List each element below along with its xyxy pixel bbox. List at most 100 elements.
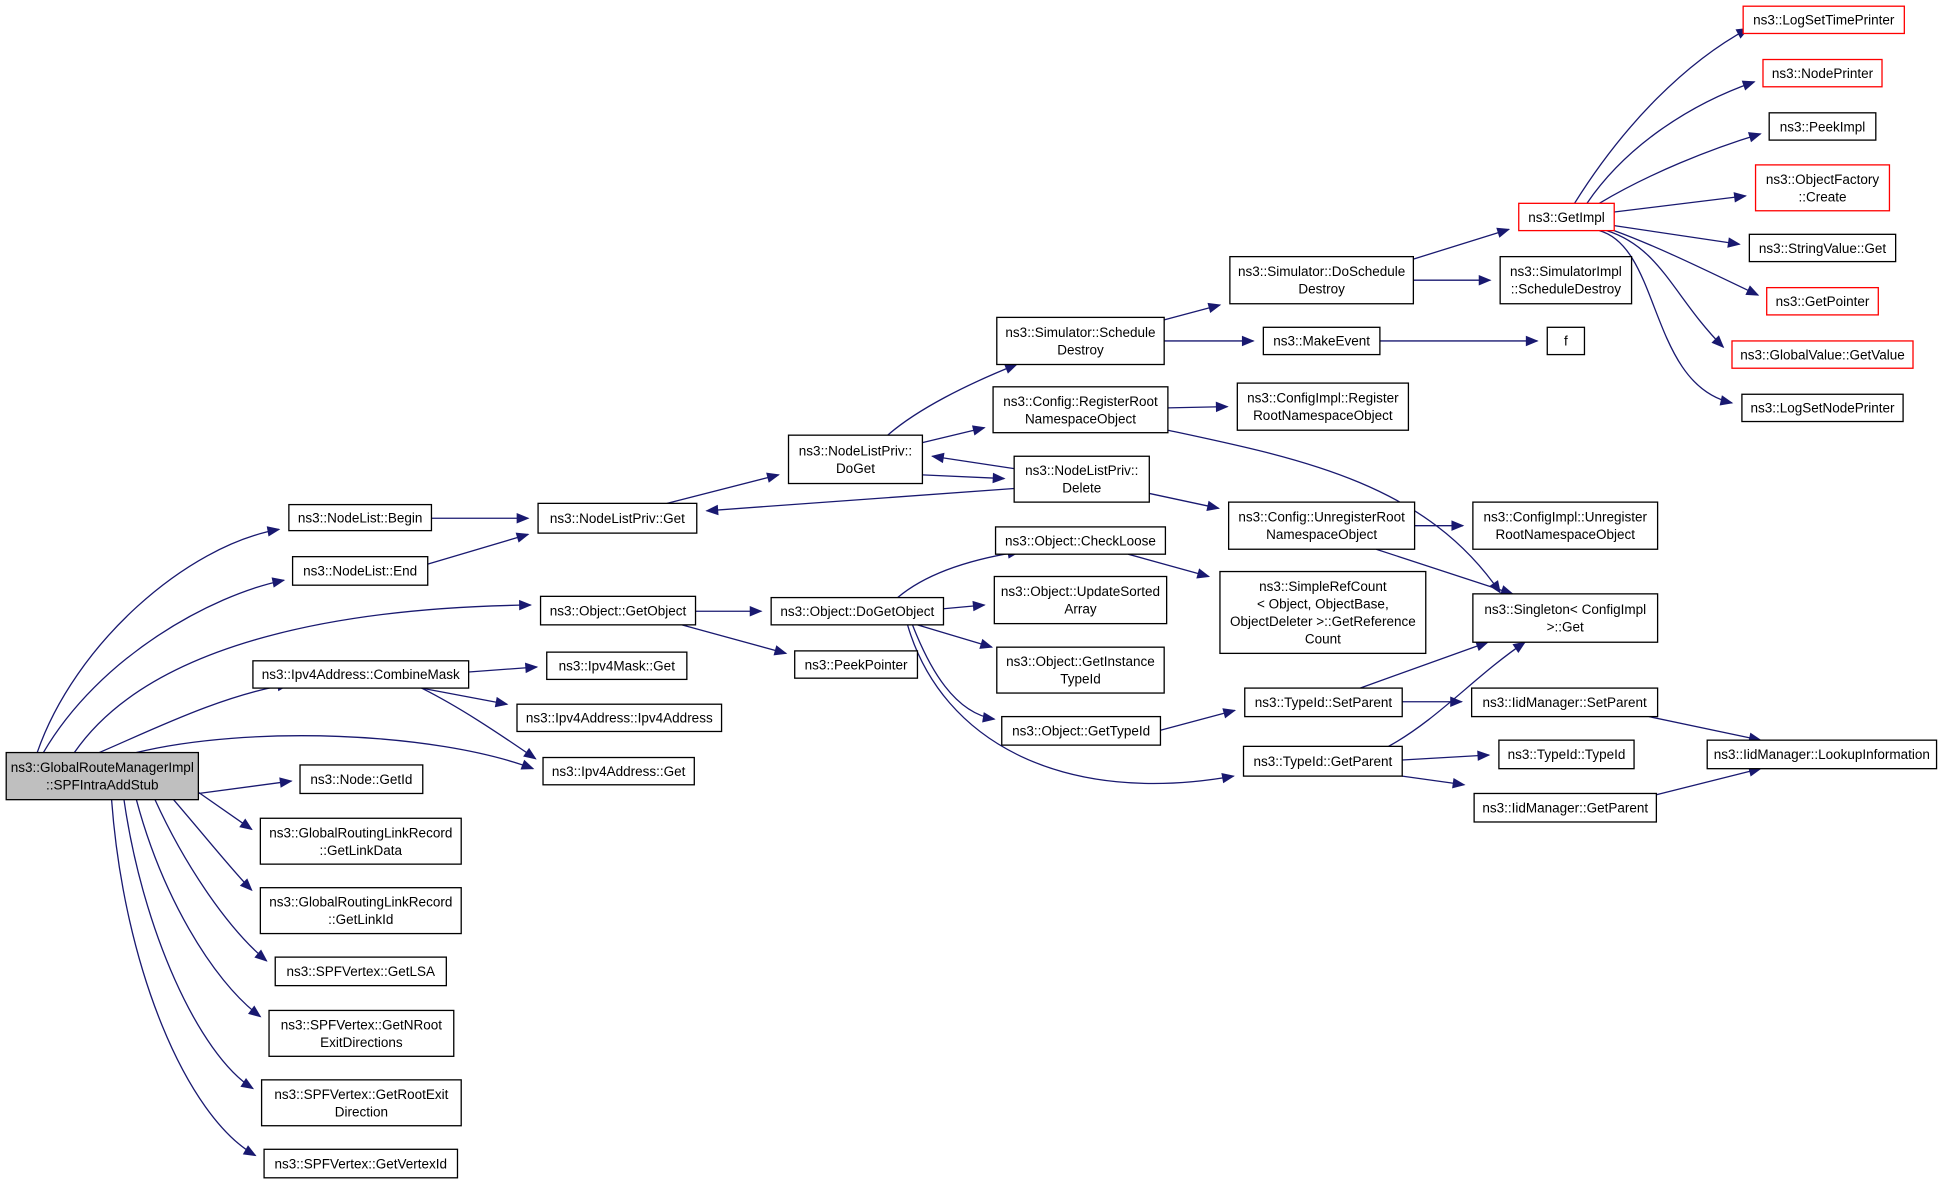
node-label-line: ns3::Node::GetId: [310, 772, 412, 787]
edge-line: [427, 533, 529, 565]
node-label-line: ns3::Ipv4Address::CombineMask: [262, 667, 460, 682]
call-edge-typeid-getparent-to-iid-getparent: [1402, 775, 1466, 789]
node-label-line: ns3::ConfigImpl::Unregister: [1483, 510, 1647, 525]
node-label-line: ::SPFIntraAddStub: [46, 778, 159, 793]
function-node-peekimpl[interactable]: ns3::PeekImpl: [1768, 112, 1877, 141]
edge-line: [98, 683, 289, 754]
node-label-line: ::ScheduleDestroy: [1511, 282, 1622, 297]
call-edge-obj-dogetobject-to-typeid-getparent: [906, 624, 1235, 785]
function-node-getpointer[interactable]: ns3::GetPointer: [1766, 286, 1879, 316]
function-node-node-getid[interactable]: ns3::Node::GetId: [299, 764, 424, 795]
call-edge-obj-gettypeid-to-typeid-setparent: [1160, 708, 1237, 731]
function-node-iid-lookup[interactable]: ns3::IidManager::LookupInformation: [1706, 739, 1938, 770]
arrowhead: [979, 638, 994, 649]
function-node-getimpl[interactable]: ns3::GetImpl: [1518, 202, 1615, 232]
node-box: [1219, 570, 1427, 655]
call-edge-getimpl-to-peekimpl: [1599, 132, 1762, 204]
function-node-grlr-getlinkdata[interactable]: ns3::GlobalRoutingLinkRecord::GetLinkDat…: [259, 817, 462, 865]
edge-line: [887, 363, 1017, 436]
function-node-iid-getparent[interactable]: ns3::IidManager::GetParent: [1473, 792, 1658, 823]
function-node-ipv4-combinemask[interactable]: ns3::Ipv4Address::CombineMask: [252, 660, 470, 689]
function-node-nlp-doget[interactable]: ns3::NodeListPriv::DoGet: [787, 434, 924, 485]
edge-line: [1599, 229, 1733, 404]
node-label-line: NamespaceObject: [1266, 527, 1377, 542]
function-node-spf-getlsa[interactable]: ns3::SPFVertex::GetLSA: [274, 956, 447, 987]
node-box: [996, 646, 1165, 694]
function-node-simplerefcount[interactable]: ns3::SimpleRefCount< Object, ObjectBase,…: [1219, 570, 1427, 655]
node-box: [299, 764, 424, 795]
node-label-line: ns3::Ipv4Address::Ipv4Address: [526, 711, 713, 726]
function-node-logsetnodeprinter[interactable]: ns3::LogSetNodePrinter: [1741, 393, 1904, 423]
node-box: [288, 503, 433, 532]
function-node-obj-dogetobject[interactable]: ns3::Object::DoGetObject: [770, 596, 945, 626]
node-box: [1472, 501, 1659, 550]
function-node-ipv4mask-get[interactable]: ns3::Ipv4Mask::Get: [546, 651, 688, 681]
function-node-typeid-getparent[interactable]: ns3::TypeId::GetParent: [1242, 745, 1403, 777]
node-box: [259, 887, 462, 935]
node-label-line: ns3::NodeList::Begin: [298, 510, 423, 525]
function-node-iid-setparent[interactable]: ns3::IidManager::SetParent: [1470, 687, 1659, 718]
function-node-stringvalue-get[interactable]: ns3::StringValue::Get: [1748, 233, 1897, 263]
function-node-ipv4-get[interactable]: ns3::Ipv4Address::Get: [542, 756, 695, 786]
function-node-peekpointer[interactable]: ns3::PeekPointer: [794, 650, 919, 679]
arrowhead: [271, 577, 286, 588]
node-box: [1013, 455, 1150, 503]
function-node-nlp-delete[interactable]: ns3::NodeListPriv::Delete: [1013, 455, 1150, 503]
node-box: [542, 756, 695, 786]
node-label-line: ns3::GlobalRoutingLinkRecord: [269, 825, 452, 840]
function-node-simimpl-scheduledestroy[interactable]: ns3::SimulatorImpl::ScheduleDestroy: [1499, 255, 1633, 305]
function-node-singleton-get[interactable]: ns3::Singleton< ConfigImpl>::Get: [1472, 593, 1659, 643]
node-label-line: ns3::TypeId::SetParent: [1255, 695, 1393, 710]
call-edge-cfg-registerroot-to-cfgimpl-registerroot: [1167, 401, 1229, 413]
node-box: [1227, 501, 1416, 550]
node-box: [263, 1148, 459, 1179]
function-node-typeid-setparent[interactable]: ns3::TypeId::SetParent: [1244, 687, 1403, 718]
function-node-obj-checkloose[interactable]: ns3::Object::CheckLoose: [994, 526, 1167, 555]
call-edge-root-to-grlr-getlinkid: [173, 799, 253, 892]
function-node-objfactory-create[interactable]: ns3::ObjectFactory::Create: [1754, 164, 1891, 212]
function-node-globalvalue-getvalue[interactable]: ns3::GlobalValue::GetValue: [1731, 340, 1914, 369]
function-node-nodeprinter[interactable]: ns3::NodePrinter: [1762, 58, 1883, 88]
function-node-ipv4-ipv4address[interactable]: ns3::Ipv4Address::Ipv4Address: [516, 703, 723, 733]
function-node-nl-end[interactable]: ns3::NodeList::End: [291, 556, 429, 586]
function-node-typeid-typeid[interactable]: ns3::TypeId::TypeId: [1498, 739, 1635, 770]
edge-line: [421, 687, 536, 760]
function-node-root[interactable]: ns3::GlobalRouteManagerImpl::SPFIntraAdd…: [5, 751, 200, 801]
node-box: [5, 751, 200, 801]
function-node-logsettimeprinter[interactable]: ns3::LogSetTimePrinter: [1742, 5, 1905, 35]
function-node-nl-begin[interactable]: ns3::NodeList::Begin: [288, 503, 433, 532]
function-node-cfgimpl-registerroot[interactable]: ns3::ConfigImpl::RegisterRootNamespaceOb…: [1236, 382, 1410, 431]
function-node-sim-scheduledestroy[interactable]: ns3::Simulator::ScheduleDestroy: [996, 316, 1165, 366]
node-label-line: RootNamespaceObject: [1253, 408, 1393, 423]
node-label-line: Destroy: [1298, 282, 1345, 297]
function-node-grlr-getlinkid[interactable]: ns3::GlobalRoutingLinkRecord::GetLinkId: [259, 887, 462, 935]
arrowhead: [1477, 750, 1491, 761]
function-node-makeevent[interactable]: ns3::MakeEvent: [1262, 326, 1381, 356]
function-node-obj-gettypeid[interactable]: ns3::Object::GetTypeId: [1001, 715, 1162, 746]
function-node-spf-getvertexid[interactable]: ns3::SPFVertex::GetVertexId: [263, 1148, 459, 1179]
node-label-line: ns3::LogSetTimePrinter: [1753, 13, 1895, 28]
node-box: [1754, 164, 1891, 212]
arrowhead: [248, 1005, 262, 1018]
call-edge-obj-dogetobject-to-obj-getinstancetypeid: [917, 624, 994, 649]
call-edge-root-to-spf-getvertexid: [110, 799, 257, 1157]
node-box: [1236, 382, 1410, 431]
function-node-f[interactable]: f: [1546, 326, 1586, 356]
function-node-cfgimpl-unregister[interactable]: ns3::ConfigImpl::UnregisterRootNamespace…: [1472, 501, 1659, 550]
node-label-line: ns3::Simulator::Schedule: [1005, 325, 1155, 340]
call-edge-cfg-unregisterroot-to-cfgimpl-unregister: [1414, 520, 1465, 531]
edge-line: [1388, 641, 1526, 747]
edge-line: [1160, 709, 1236, 731]
function-node-nlp-get[interactable]: ns3::NodeListPriv::Get: [537, 502, 698, 534]
call-edge-nlp-doget-to-nlp-delete: [922, 472, 1006, 484]
function-node-obj-getobject[interactable]: ns3::Object::GetObject: [539, 595, 697, 626]
function-node-cfg-unregisterroot[interactable]: ns3::Config::UnregisterRootNamespaceObje…: [1227, 501, 1416, 550]
edge-line: [135, 799, 261, 1018]
call-edge-getimpl-to-getpointer: [1613, 229, 1760, 296]
